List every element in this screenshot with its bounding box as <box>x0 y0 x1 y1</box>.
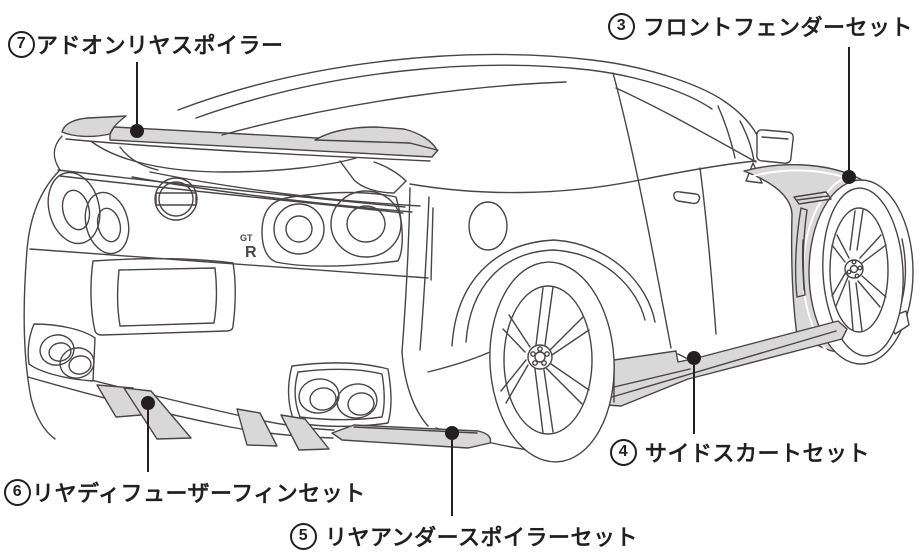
label-rear-under-spoiler: 5 リヤアンダースポイラーセット <box>290 520 638 552</box>
rear-spoiler-part <box>61 115 439 213</box>
label-rear-diffuser-fins: 6 リヤディフューザーフィンセット <box>4 476 366 508</box>
callout-leader-7 <box>130 62 144 138</box>
label-rear-spoiler: 7 アドオンリヤスポイラー <box>8 28 284 60</box>
gtr-badge-gt-text: GT <box>240 233 253 243</box>
label-side-skirt: 4 サイドスカートセット <box>610 436 870 468</box>
label-text-side-skirt: サイドスカートセット <box>645 441 871 466</box>
gtr-badge: GT R <box>240 233 257 261</box>
rear-body <box>23 135 549 454</box>
label-text-rear-under-spoiler: リヤアンダースポイラーセット <box>325 525 639 550</box>
label-front-fender: 3 フロントフェンダーセット <box>608 10 913 42</box>
side-skirt-part <box>606 320 848 407</box>
label-number-3: 3 <box>608 12 635 40</box>
exhaust-tips <box>27 323 392 428</box>
label-number-6: 6 <box>4 478 31 506</box>
label-number-5: 5 <box>290 522 317 550</box>
front-wheel <box>822 187 904 357</box>
gtr-badge-r-text: R <box>245 244 257 261</box>
callout-leader-3 <box>842 47 856 184</box>
label-number-7: 7 <box>8 30 35 58</box>
label-text-front-fender: フロントフェンダーセット <box>643 15 914 40</box>
rear-under-spoiler-part <box>331 424 492 449</box>
callout-leader-6 <box>141 396 155 472</box>
nissan-badge-icon <box>154 177 198 221</box>
roof-and-glass <box>177 53 794 349</box>
rear-wheel <box>451 239 656 463</box>
label-text-rear-diffuser-fins: リヤディフューザーフィンセット <box>32 481 366 506</box>
rear-diffuser-fins-part <box>96 384 330 451</box>
fuel-door <box>468 201 508 251</box>
side-mirror <box>756 129 794 164</box>
callout-leader-5 <box>445 426 459 516</box>
label-number-4: 4 <box>610 438 637 466</box>
label-text-rear-spoiler: アドオンリヤスポイラー <box>36 33 284 58</box>
taillights <box>47 171 403 267</box>
callout-leader-4 <box>687 351 701 434</box>
